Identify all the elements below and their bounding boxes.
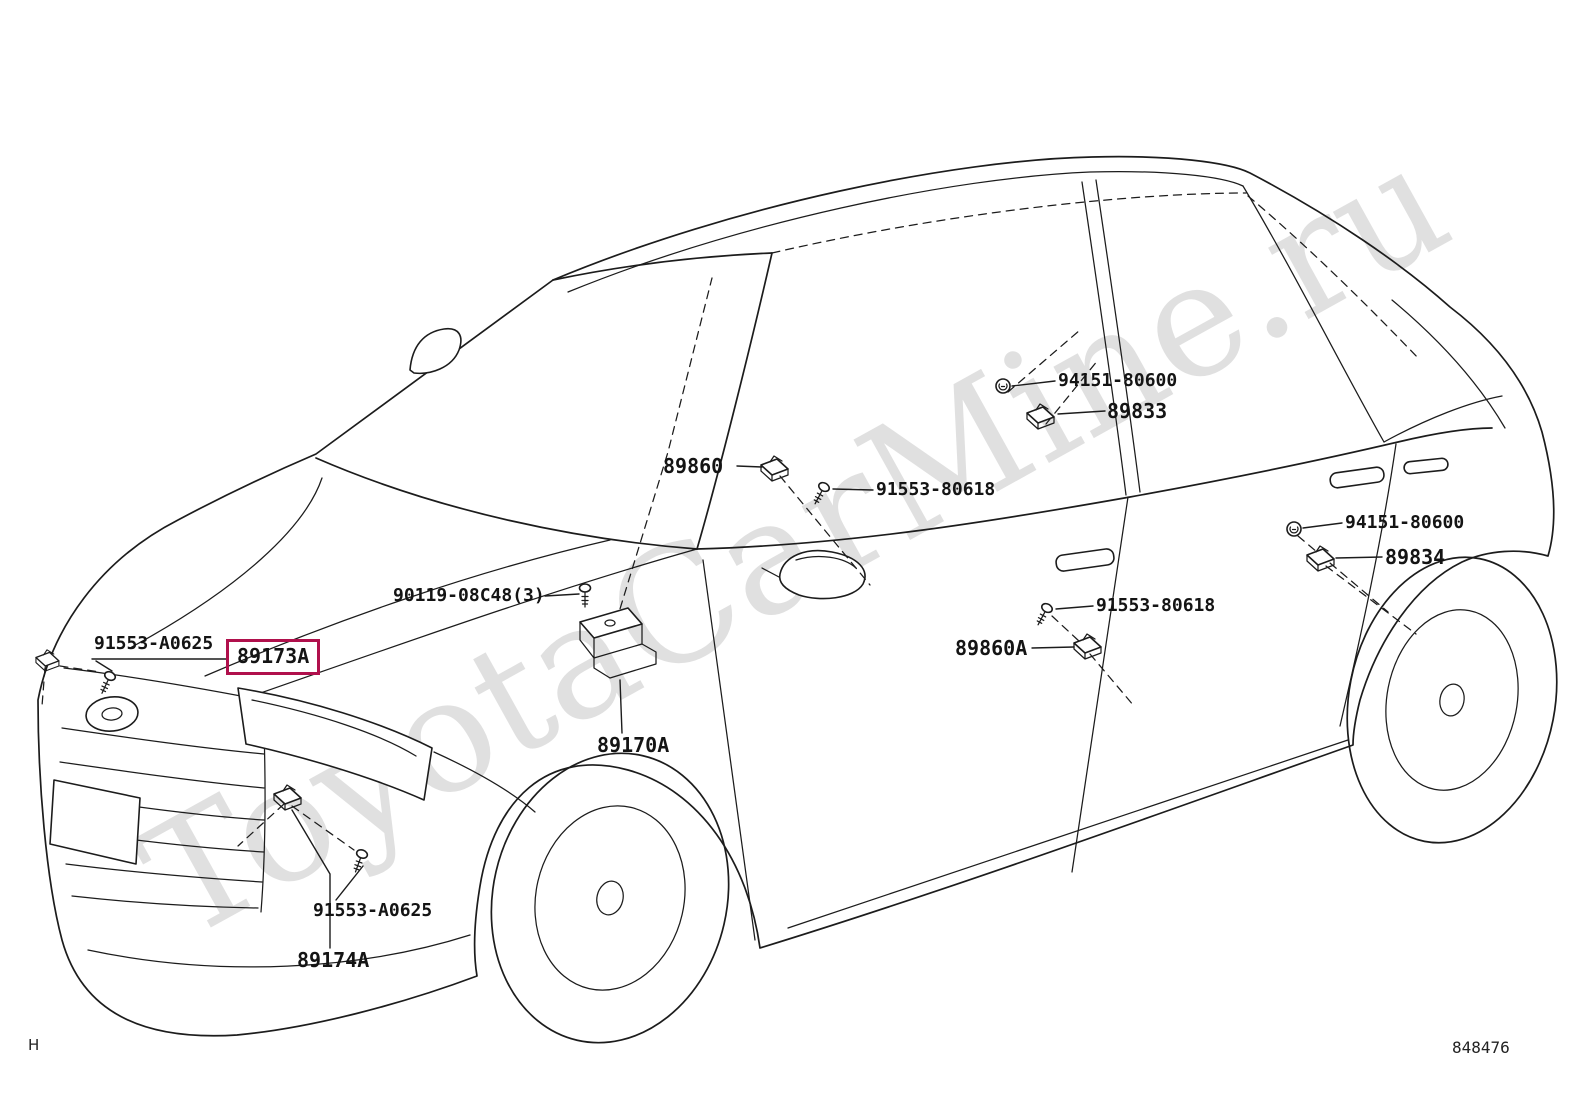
part-label-89174a[interactable]: 89174A <box>297 948 370 972</box>
rear-wheel <box>1346 556 1558 844</box>
part-label-91553-80618-upper[interactable]: 91553-80618 <box>876 479 996 500</box>
figure-number: 848476 <box>1452 1038 1510 1057</box>
part-label-89860[interactable]: 89860 <box>663 454 724 478</box>
left-mirror <box>409 327 462 375</box>
part-label-91553-80618-lower[interactable]: 91553-80618 <box>1096 595 1216 616</box>
hidden-location-lines <box>41 277 1417 851</box>
sensor-icon-89174a <box>273 784 302 811</box>
screw-icon-91553-80618-upper <box>809 480 832 508</box>
bracket-icon-89170a <box>579 607 657 679</box>
toyota-emblem <box>85 696 139 732</box>
part-label-89860a[interactable]: 89860A <box>955 636 1028 660</box>
headlight <box>237 687 433 801</box>
far-door-handle <box>1403 457 1449 475</box>
right-mirror <box>778 549 866 600</box>
leader-lines <box>91 380 1383 949</box>
greenhouse <box>315 171 1506 550</box>
screw-icon-91553-a0625-front <box>96 669 118 697</box>
mirrors <box>409 327 866 600</box>
page-corner-letter: H <box>28 1036 40 1054</box>
screw-icon-91553-80618-lower <box>1032 601 1055 629</box>
part-label-94151-80600-upper[interactable]: 94151-80600 <box>1058 370 1178 391</box>
part-label-89170a[interactable]: 89170A <box>597 733 670 757</box>
part-icons <box>35 378 1335 875</box>
sensor-icon-89860 <box>760 455 789 482</box>
front-fascia <box>49 667 471 968</box>
part-label-90119-08c48[interactable]: 90119-08C48(3) <box>393 585 545 606</box>
door-lines <box>702 443 1449 941</box>
license-plate <box>49 779 141 865</box>
sensor-icon-89834 <box>1306 545 1335 572</box>
clip-icon-94151-80600-lower <box>1286 521 1302 537</box>
part-label-94151-80600-lower[interactable]: 94151-80600 <box>1345 512 1465 533</box>
part-label-89834[interactable]: 89834 <box>1385 545 1446 569</box>
part-label-91553-a0625-front[interactable]: 91553-A0625 <box>94 633 214 654</box>
hood-lines <box>129 477 698 813</box>
sensor-icon-89860a <box>1073 633 1102 660</box>
part-label-89173a-highlighted[interactable]: 89173A <box>226 639 321 675</box>
clip-icon-94151-80600-upper <box>995 378 1011 394</box>
car-body-outline <box>37 155 1555 1037</box>
part-label-89833[interactable]: 89833 <box>1107 399 1168 423</box>
front-door-handle <box>1055 548 1115 572</box>
bolt-icon-90119-08c48 <box>578 583 592 608</box>
sensor-icon-89833 <box>1026 403 1055 430</box>
rear-door-handle <box>1329 466 1385 489</box>
front-wheel <box>490 752 730 1044</box>
part-label-91553-a0625-lower[interactable]: 91553-A0625 <box>313 900 433 921</box>
